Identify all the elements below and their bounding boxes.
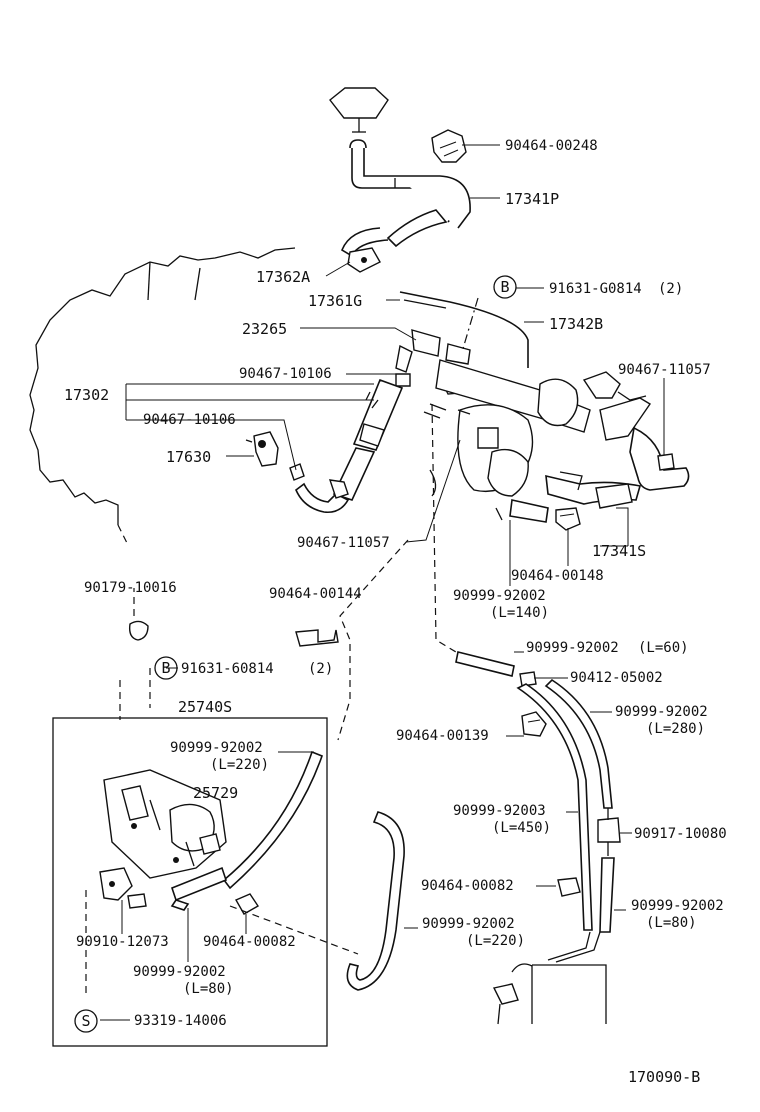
label-L60: (L=60) (638, 640, 689, 656)
label-25740S: 25740S (178, 698, 232, 716)
label-17362A: 17362A (256, 268, 310, 286)
label-90464-00248: 90464-00248 (505, 138, 598, 154)
label-90999-92002-L80-box: 90999-92002 (133, 964, 226, 980)
label-90467-10106-b: 90467-10106 (143, 412, 236, 428)
label-90999-92002-L280: 90999-92002 (615, 704, 708, 720)
label-90179-10016: 90179-10016 (84, 580, 177, 596)
fitting-90412-05002 (519, 671, 537, 687)
label-L140: (L=140) (490, 605, 549, 621)
label-90999-92002-L80-right: 90999-92002 (631, 898, 724, 914)
label-90917-10080: 90917-10080 (634, 826, 727, 842)
bracket-17362A (347, 247, 381, 273)
lower-canister (492, 931, 607, 1025)
hose-90999-92002-L220-box (222, 750, 324, 890)
label-L280: (L=280) (646, 721, 705, 737)
grommet-90179-10016 (128, 620, 149, 641)
canister-cap (329, 87, 389, 133)
label-17630: 17630 (166, 448, 211, 466)
label-17361G: 17361G (308, 292, 362, 310)
label-17341P: 17341P (505, 190, 559, 208)
symbol-b-lower-text: B (161, 659, 170, 677)
label-90999-92002-L140: 90999-92002 (453, 588, 546, 604)
label-90467-11057-a: 90467-11057 (618, 362, 711, 378)
clip-90464-00248 (431, 129, 467, 163)
label-17302: 17302 (64, 386, 109, 404)
sensor-17630 (245, 431, 305, 481)
hose-90999-92003-L450 (516, 683, 593, 931)
hose-90999-92002-L60 (455, 651, 515, 677)
label-90467-11057-b: 90467-11057 (297, 535, 390, 551)
part-labels: 90464-00248 17341P 17362A 91631-G0814 (2… (64, 138, 727, 1086)
label-93319-14006: 93319-14006 (134, 1013, 227, 1029)
label-90464-00082-right: 90464-00082 (421, 878, 514, 894)
label-L220-box: (L=220) (210, 757, 269, 773)
label-91631-G0814: 91631-G0814 (549, 281, 642, 297)
label-qty-2a: (2) (658, 281, 683, 297)
label-25729: 25729 (193, 784, 238, 802)
label-90999-92002-L60: 90999-92002 (526, 640, 619, 656)
label-90999-92002-L220-center: 90999-92002 (422, 916, 515, 932)
hose-17341S (509, 426, 690, 523)
symbol-s-text: S (81, 1012, 90, 1030)
pipe-17342B (399, 291, 529, 368)
clamp-90464-00144 (295, 629, 339, 647)
symbol-b-top-text: B (500, 278, 509, 296)
label-90464-00144: 90464-00144 (269, 586, 362, 602)
symbol-S: S (74, 1009, 98, 1033)
label-L450: (L=450) (492, 820, 551, 836)
diagram-id: 170090-B (628, 1068, 700, 1086)
throttle-body-assembly (423, 359, 651, 521)
clip-90464-00082-box (235, 893, 259, 915)
label-90464-00139: 90464-00139 (396, 728, 489, 744)
label-17341S: 17341S (592, 542, 646, 560)
label-90464-00148: 90464-00148 (511, 568, 604, 584)
label-23265: 23265 (242, 320, 287, 338)
clip-90464-00139 (521, 711, 547, 737)
clip-90464-00082-right (557, 877, 581, 897)
label-L80-right: (L=80) (646, 915, 697, 931)
label-91631-60814: 91631-60814 (181, 661, 274, 677)
leader-lines (100, 144, 665, 1021)
engine-outline (29, 247, 296, 546)
label-90467-10106-a: 90467-10106 (239, 366, 332, 382)
label-90910-12073: 90910-12073 (76, 934, 169, 950)
hose-90999-92002-L280 (544, 678, 613, 809)
symbol-B-top: B (493, 275, 517, 299)
clip-90464-00148 (555, 507, 581, 531)
vsv-90910-12073 (99, 867, 147, 909)
hose-17341P (341, 139, 471, 258)
label-17342B: 17342B (549, 315, 603, 333)
symbol-B-lower: B (154, 656, 178, 680)
vsv-90917-10080 (597, 808, 621, 856)
box-25740S (52, 717, 328, 1047)
injector-17302 (295, 378, 404, 514)
label-90999-92002-L220-box: 90999-92002 (170, 740, 263, 756)
label-L220-center: (L=220) (466, 933, 525, 949)
connection-lines (85, 297, 479, 994)
label-90412-05002: 90412-05002 (570, 670, 663, 686)
canister-25729 (103, 769, 227, 879)
hose-90999-92002-L80-box (170, 866, 227, 911)
label-90464-00082-box: 90464-00082 (203, 934, 296, 950)
label-qty-2b: (2) (308, 661, 333, 677)
label-90999-92003: 90999-92003 (453, 803, 546, 819)
hose-90999-92002-L80-right (599, 857, 615, 933)
label-L80-box: (L=80) (183, 981, 234, 997)
hose-90999-92002-L220-center (346, 811, 405, 991)
